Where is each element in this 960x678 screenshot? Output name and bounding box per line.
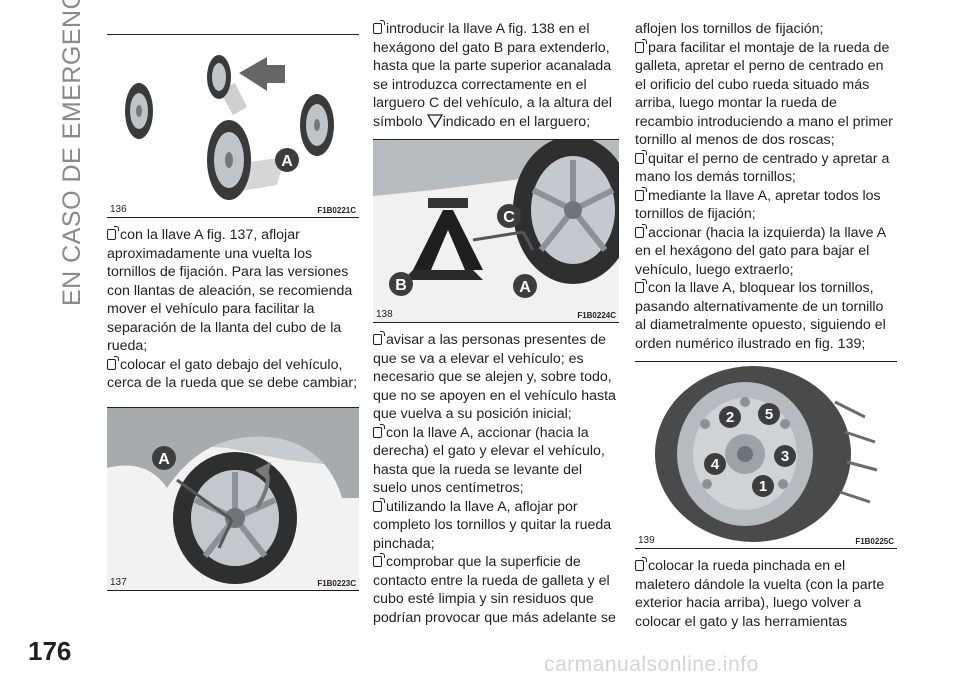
label-b: B bbox=[395, 277, 407, 294]
checkbox-bullet-icon bbox=[635, 149, 647, 164]
figure-number: 137 bbox=[110, 576, 127, 588]
bolt-order-2: 2 bbox=[726, 409, 734, 426]
bolt-order-3: 3 bbox=[781, 448, 789, 465]
checkbox-bullet-icon bbox=[373, 20, 385, 34]
figure-code: F1B0223C bbox=[317, 578, 356, 588]
figure-code: F1B0224C bbox=[577, 311, 616, 320]
checkbox-bullet-icon bbox=[635, 557, 647, 571]
label-c: C bbox=[503, 209, 515, 226]
label-a: A bbox=[158, 451, 170, 468]
paragraph: accionar (hacia la izquierda) la llave A… bbox=[635, 223, 886, 278]
checkbox-bullet-icon bbox=[635, 279, 647, 293]
paragraph: utilizando la llave A, aflojar por compl… bbox=[373, 497, 612, 552]
checkbox-bullet-icon bbox=[373, 497, 385, 512]
checkbox-bullet-icon bbox=[635, 223, 647, 238]
figure-137: A 137 F1B0223C bbox=[107, 406, 359, 591]
figure-138: C B A 138 F1B0224C bbox=[373, 139, 619, 323]
column-2: introducir la llave A fig. 138 en el hex… bbox=[373, 20, 619, 627]
paragraph: para facilitar el montaje de la rueda de… bbox=[635, 38, 893, 148]
checkbox-bullet-icon bbox=[107, 226, 119, 240]
page-number: 176 bbox=[28, 636, 72, 666]
checkbox-bullet-icon bbox=[635, 38, 647, 53]
side-section-title: EN CASO DE EMERGENCIA bbox=[58, 0, 86, 306]
checkbox-bullet-icon bbox=[635, 186, 647, 201]
paragraph: colocar la rueda pinchada en el maletero… bbox=[635, 557, 885, 630]
checkbox-bullet-icon bbox=[373, 331, 385, 345]
figure-136: A 136 F1B0221C bbox=[107, 34, 359, 218]
paragraph: avisar a las personas presentes de que s… bbox=[373, 331, 616, 422]
bolt-order-1: 1 bbox=[759, 478, 767, 495]
wheel-bolt-order-illustration: 2 5 3 4 1 bbox=[635, 362, 897, 548]
paragraph: con la llave A, bloquear los tornillos, … bbox=[635, 279, 886, 352]
paragraph: mediante la llave A, apretar todos los t… bbox=[635, 186, 881, 222]
paragraph: con la llave A, accionar (hacia la derec… bbox=[373, 423, 605, 496]
checkbox-bullet-icon bbox=[373, 423, 385, 438]
paragraph: con la llave A fig. 137, aflojar aproxim… bbox=[107, 226, 353, 354]
triangle-symbol-icon bbox=[426, 113, 443, 128]
checkbox-bullet-icon bbox=[107, 355, 119, 370]
figure-code: F1B0221C bbox=[317, 206, 356, 215]
column-3: aflojen los tornillos de fijación; para … bbox=[635, 20, 897, 631]
paragraph: introducir la llave A fig. 138 en el hex… bbox=[373, 20, 612, 130]
figure-number: 136 bbox=[110, 204, 127, 215]
bolt-order-4: 4 bbox=[711, 456, 720, 473]
jack-illustration: C B A bbox=[373, 140, 619, 322]
figure-number: 138 bbox=[376, 309, 393, 320]
label-a: A bbox=[281, 153, 293, 170]
wrench-loosening-illustration: A bbox=[107, 407, 359, 590]
bolt-order-5: 5 bbox=[765, 406, 773, 423]
figure-code: F1B0225C bbox=[855, 537, 894, 546]
paragraph: quitar el perno de centrado y apretar a … bbox=[635, 149, 890, 185]
paragraph: colocar el gato debajo del vehículo, cer… bbox=[107, 355, 358, 391]
tire-removal-illustration: A bbox=[125, 55, 334, 200]
column-1: A 136 F1B0221C con la llave A fig. 137, … bbox=[107, 34, 359, 591]
paragraph: aflojen los tornillos de fijación; bbox=[635, 21, 824, 37]
figure-number: 139 bbox=[638, 535, 655, 546]
paragraph: comprobar que la superficie de contacto … bbox=[373, 553, 616, 626]
checkbox-bullet-icon bbox=[373, 553, 385, 567]
figure-139: 2 5 3 4 1 139 F1B0225C bbox=[635, 361, 897, 549]
label-a: A bbox=[519, 279, 531, 296]
watermark: carmanualsonline.info bbox=[544, 653, 759, 676]
